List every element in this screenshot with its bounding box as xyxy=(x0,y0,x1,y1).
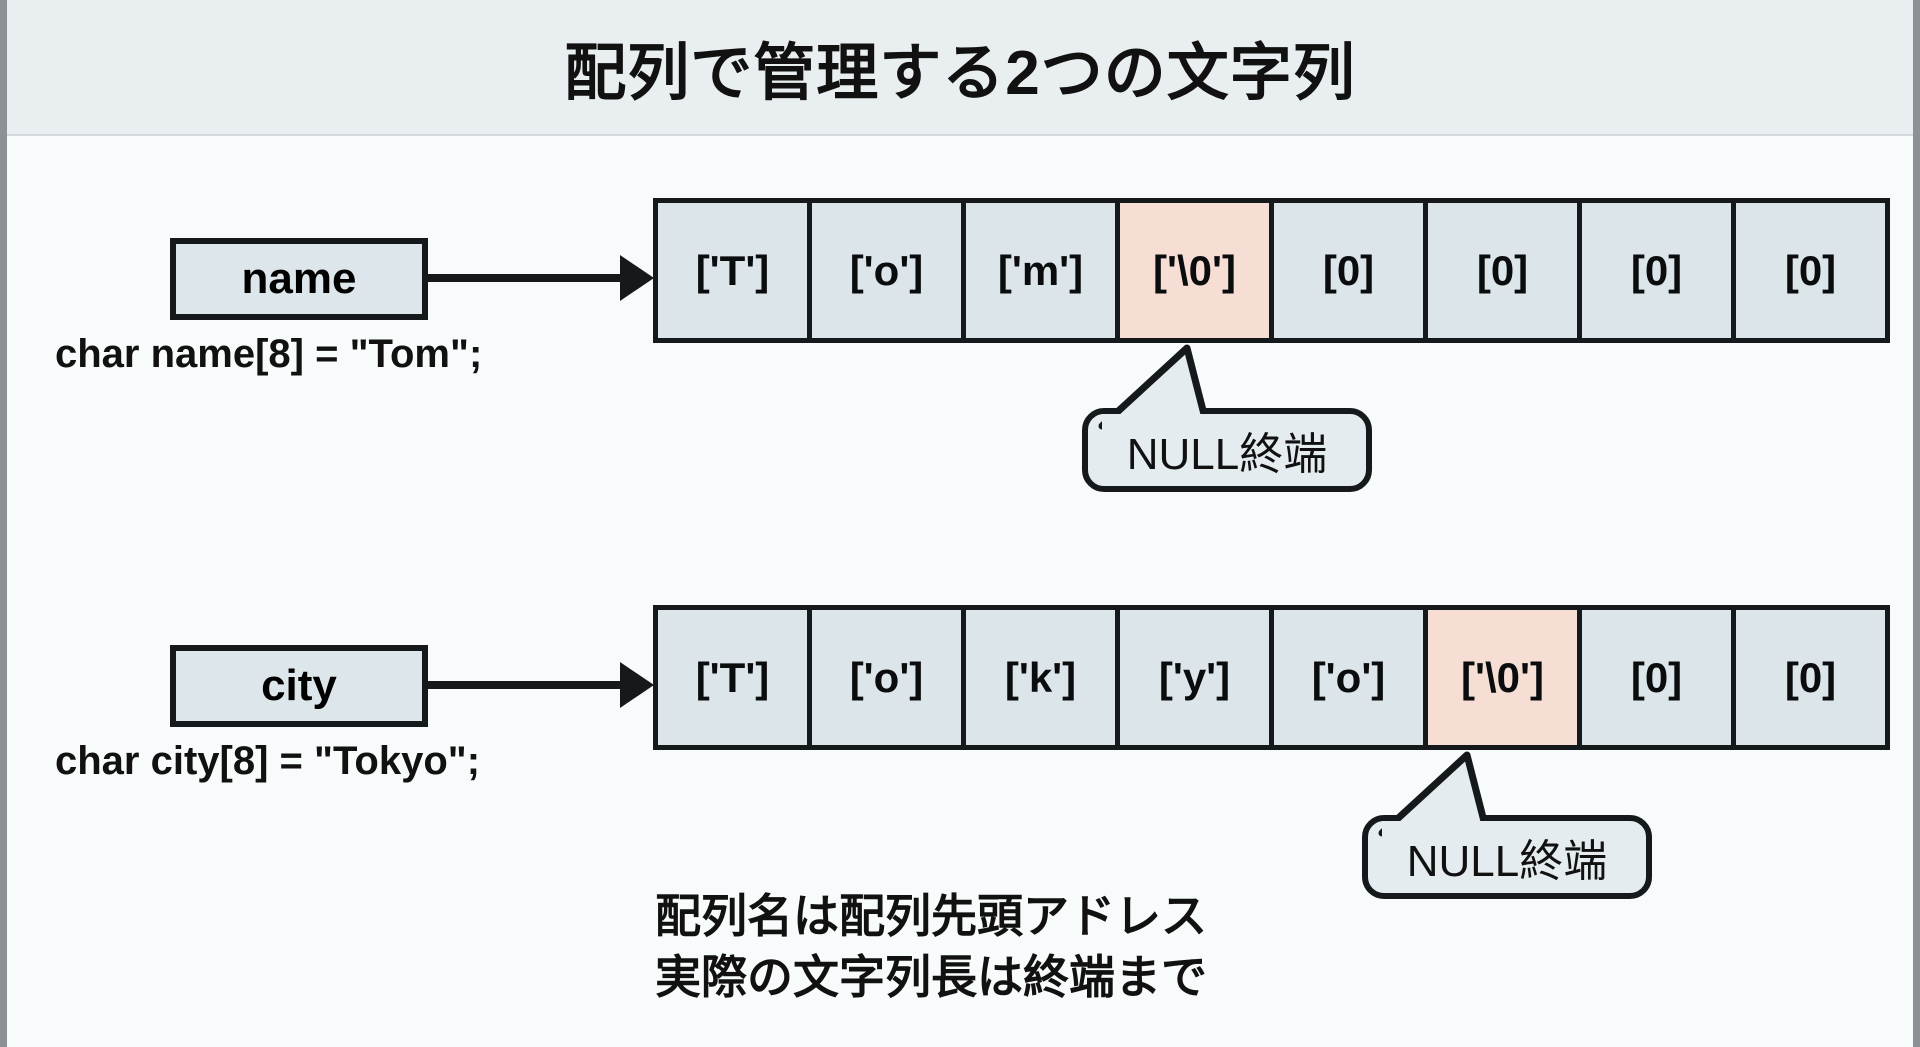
callout-label: NULL終端 xyxy=(1406,837,1608,886)
declaration-code-city: char city[8] = "Tokyo"; xyxy=(55,739,481,783)
array-cell-null-terminator: ['\0'] xyxy=(1428,610,1577,745)
array-cell: ['o'] xyxy=(812,610,961,745)
variable-box-label: name xyxy=(241,254,357,303)
caption-line-1: 配列名は配列先頭アドレス xyxy=(655,890,1207,942)
array-cell: ['k'] xyxy=(966,610,1115,745)
callout-tail-icon xyxy=(1098,344,1214,438)
pointer-arrow-line-name xyxy=(425,274,625,282)
array-cell: [0] xyxy=(1736,610,1885,745)
array-cell: ['T'] xyxy=(658,610,807,745)
array-cell: [0] xyxy=(1428,203,1577,338)
pointer-arrow-head-city xyxy=(620,662,654,708)
variable-box-city: city xyxy=(170,645,428,727)
array-cell-null-terminator: ['\0'] xyxy=(1120,203,1269,338)
array-row-city: ['T']['o']['k']['y']['o']['\0'][0][0] xyxy=(653,605,1890,750)
pointer-arrow-line-city xyxy=(425,681,625,689)
variable-box-label: city xyxy=(261,661,337,710)
variable-box-name: name xyxy=(170,238,428,320)
callout-tail-icon xyxy=(1378,751,1494,845)
array-cell: [0] xyxy=(1274,203,1423,338)
callout-label: NULL終端 xyxy=(1126,430,1328,479)
pointer-arrow-head-name xyxy=(620,255,654,301)
array-cell: [0] xyxy=(1736,203,1885,338)
array-cell: ['o'] xyxy=(1274,610,1423,745)
header-band xyxy=(7,0,1913,136)
array-cell: ['y'] xyxy=(1120,610,1269,745)
array-cell: ['T'] xyxy=(658,203,807,338)
page-title: 配列で管理する2つの文字列 xyxy=(564,39,1356,108)
declaration-code-name: char name[8] = "Tom"; xyxy=(55,332,483,376)
array-cell: [0] xyxy=(1582,203,1731,338)
array-cell: ['m'] xyxy=(966,203,1115,338)
array-row-name: ['T']['o']['m']['\0'][0][0][0][0] xyxy=(653,198,1890,343)
caption-block: 配列名は配列先頭アドレス 実際の文字列長は終端まで xyxy=(655,886,1207,1007)
array-cell: ['o'] xyxy=(812,203,961,338)
array-cell: [0] xyxy=(1582,610,1731,745)
caption-line-2: 実際の文字列長は終端まで xyxy=(655,950,1207,1003)
